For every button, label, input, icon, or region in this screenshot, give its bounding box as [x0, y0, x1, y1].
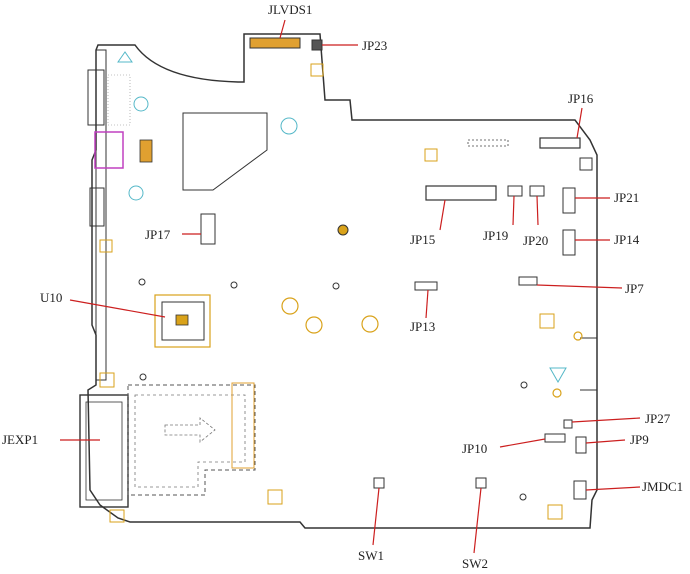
card-reader-dashed-inner — [134, 394, 246, 488]
jp17-connector — [200, 213, 216, 245]
jp23-connector — [311, 39, 323, 51]
dotted-grid-block — [107, 74, 131, 126]
mount-hole — [281, 297, 299, 315]
mount-hole — [520, 381, 528, 389]
label-jp13: JP13 — [410, 319, 435, 334]
label-jp17: JP17 — [145, 227, 171, 242]
card-reader-dashed — [127, 384, 256, 496]
mount-hole — [280, 117, 298, 135]
mount-hole — [230, 281, 238, 289]
vga-port — [87, 69, 105, 126]
arrow-shape — [164, 417, 216, 443]
label-jp14: JP14 — [614, 232, 640, 247]
jp14-connector — [562, 229, 576, 256]
mount-hole — [337, 224, 349, 236]
mount-hole — [138, 278, 146, 286]
jp27-connector — [563, 419, 573, 429]
label-jp20: JP20 — [523, 233, 548, 248]
label-jmdc1: JMDC1 — [642, 479, 683, 494]
usb-port-magenta — [94, 131, 124, 169]
label-jexp1: JEXP1 — [2, 432, 38, 447]
right-bracket — [580, 337, 598, 391]
mount-hole — [128, 185, 144, 201]
mount-hole — [133, 96, 149, 112]
label-sw2: SW2 — [462, 556, 488, 571]
jp21-connector — [562, 187, 576, 214]
cpu-area-outline — [182, 112, 268, 191]
jexp1-inner — [85, 401, 123, 501]
jp19-connector — [507, 185, 523, 197]
label-jp9: JP9 — [630, 432, 649, 447]
label-jp16: JP16 — [568, 91, 594, 106]
jp15-connector — [425, 185, 497, 201]
label-jp10: JP10 — [462, 441, 487, 456]
label-jp21: JP21 — [614, 190, 639, 205]
card-reader-strip — [231, 382, 255, 469]
leader-lines — [60, 19, 641, 554]
mount-holes — [128, 96, 583, 501]
alignment-pads — [99, 63, 563, 523]
board-outline — [87, 33, 598, 529]
mount-hole — [552, 388, 562, 398]
u10-chip-outline — [154, 294, 211, 348]
jp20-connector — [529, 185, 545, 197]
mount-hole — [519, 493, 527, 501]
jmdc1-connector — [573, 480, 587, 500]
u10-chip-body — [161, 301, 205, 341]
mount-hole — [332, 282, 340, 290]
jexp1-slot — [79, 394, 129, 508]
orientation-triangle-icon — [549, 367, 567, 384]
label-jp7: JP7 — [625, 281, 644, 296]
label-jp15: JP15 — [410, 232, 435, 247]
jp7-connector — [518, 276, 538, 286]
jlvds1-connector — [249, 37, 301, 49]
jp16-connector — [539, 137, 581, 149]
label-jp27: JP27 — [645, 411, 671, 426]
dotted-header — [467, 139, 509, 147]
label-sw1: SW1 — [358, 548, 384, 563]
left-io-strip — [95, 49, 107, 381]
label-jp23: JP23 — [362, 38, 387, 53]
lan-port — [89, 187, 105, 227]
sw2-switch — [475, 477, 487, 489]
jp9-connector — [575, 436, 587, 454]
sw1-switch — [373, 477, 385, 489]
orange-chip-left — [139, 139, 153, 163]
mount-hole — [361, 315, 379, 333]
label-jp19: JP19 — [483, 228, 508, 243]
jp10-connector — [544, 433, 566, 443]
mount-hole — [139, 373, 147, 381]
jp13-connector — [414, 281, 438, 291]
label-jlvds1: JLVDS1 — [268, 2, 312, 17]
u10-chip-core — [175, 314, 189, 326]
mount-hole — [573, 331, 583, 341]
right-small-connector — [579, 157, 593, 171]
orientation-triangle-icon — [117, 51, 133, 63]
mount-hole — [305, 316, 323, 334]
label-u10: U10 — [40, 290, 62, 305]
